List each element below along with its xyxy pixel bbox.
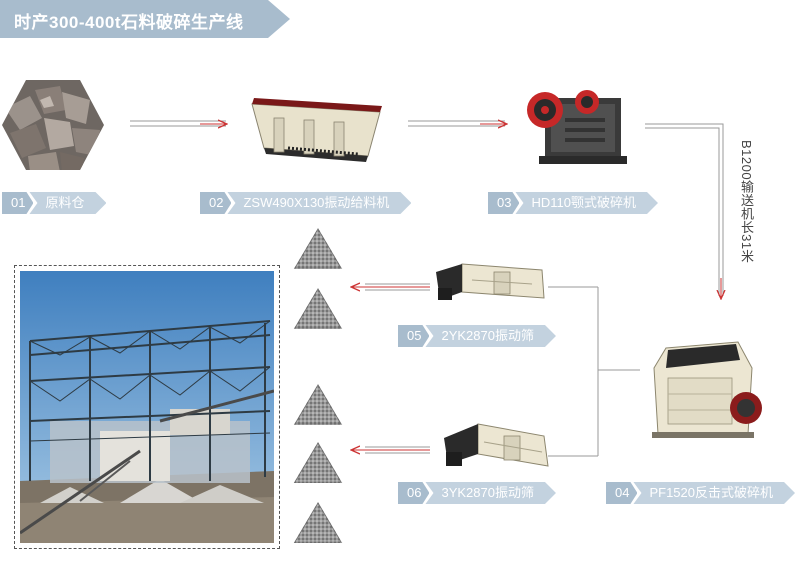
stockpile-3 [290, 380, 346, 427]
step-label: ZSW490X130振动给料机 [227, 192, 411, 214]
stockpiles [290, 226, 346, 545]
arrow-02-03 [408, 121, 506, 126]
arrow-05-piles [352, 284, 430, 290]
title-ribbon [0, 0, 290, 38]
impact-crusher-image [652, 341, 762, 438]
step-number: 03 [488, 192, 519, 214]
step-03: 03 HD110颚式破碎机 [488, 192, 658, 214]
arrow-01-02 [130, 121, 226, 126]
step-number: 05 [398, 325, 429, 347]
conveyor-label: B1200输送机长31米 [739, 140, 754, 264]
stockpile-5 [290, 498, 346, 545]
step-number: 04 [606, 482, 637, 504]
step-number: 01 [2, 192, 33, 214]
step-label: PF1520反击式破碎机 [633, 482, 795, 504]
step-label: 3YK2870振动筛 [425, 482, 556, 504]
step-02: 02 ZSW490X130振动给料机 [200, 192, 411, 214]
conveyor-line [645, 123, 723, 298]
stockpile-2 [290, 284, 346, 331]
step-number: 06 [398, 482, 429, 504]
step-label: 原料仓 [29, 192, 106, 214]
step-06: 06 3YK2870振动筛 [398, 482, 556, 504]
jaw-crusher-image [527, 90, 627, 164]
step-number: 02 [200, 192, 231, 214]
screen-branch-lines [548, 286, 640, 457]
step-04: 04 PF1520反击式破碎机 [606, 482, 795, 504]
vibrating-screen-3yk-image [444, 423, 549, 467]
step-label: 2YK2870振动筛 [425, 325, 556, 347]
stockpile-1 [290, 226, 346, 271]
step-01: 01 原料仓 [2, 192, 106, 214]
site-photo-frame [14, 265, 280, 549]
page-title: 时产300-400t石料破碎生产线 [14, 13, 244, 32]
step-05: 05 2YK2870振动筛 [398, 325, 556, 347]
step-label: HD110颚式破碎机 [515, 192, 658, 214]
stockpile-4 [290, 438, 346, 485]
raw-stone-image [2, 80, 104, 170]
arrow-06-piles [352, 447, 430, 453]
vibrating-feeder-image [251, 98, 382, 162]
vibrating-screen-2yk-image [436, 263, 545, 300]
site-photo [20, 271, 274, 543]
